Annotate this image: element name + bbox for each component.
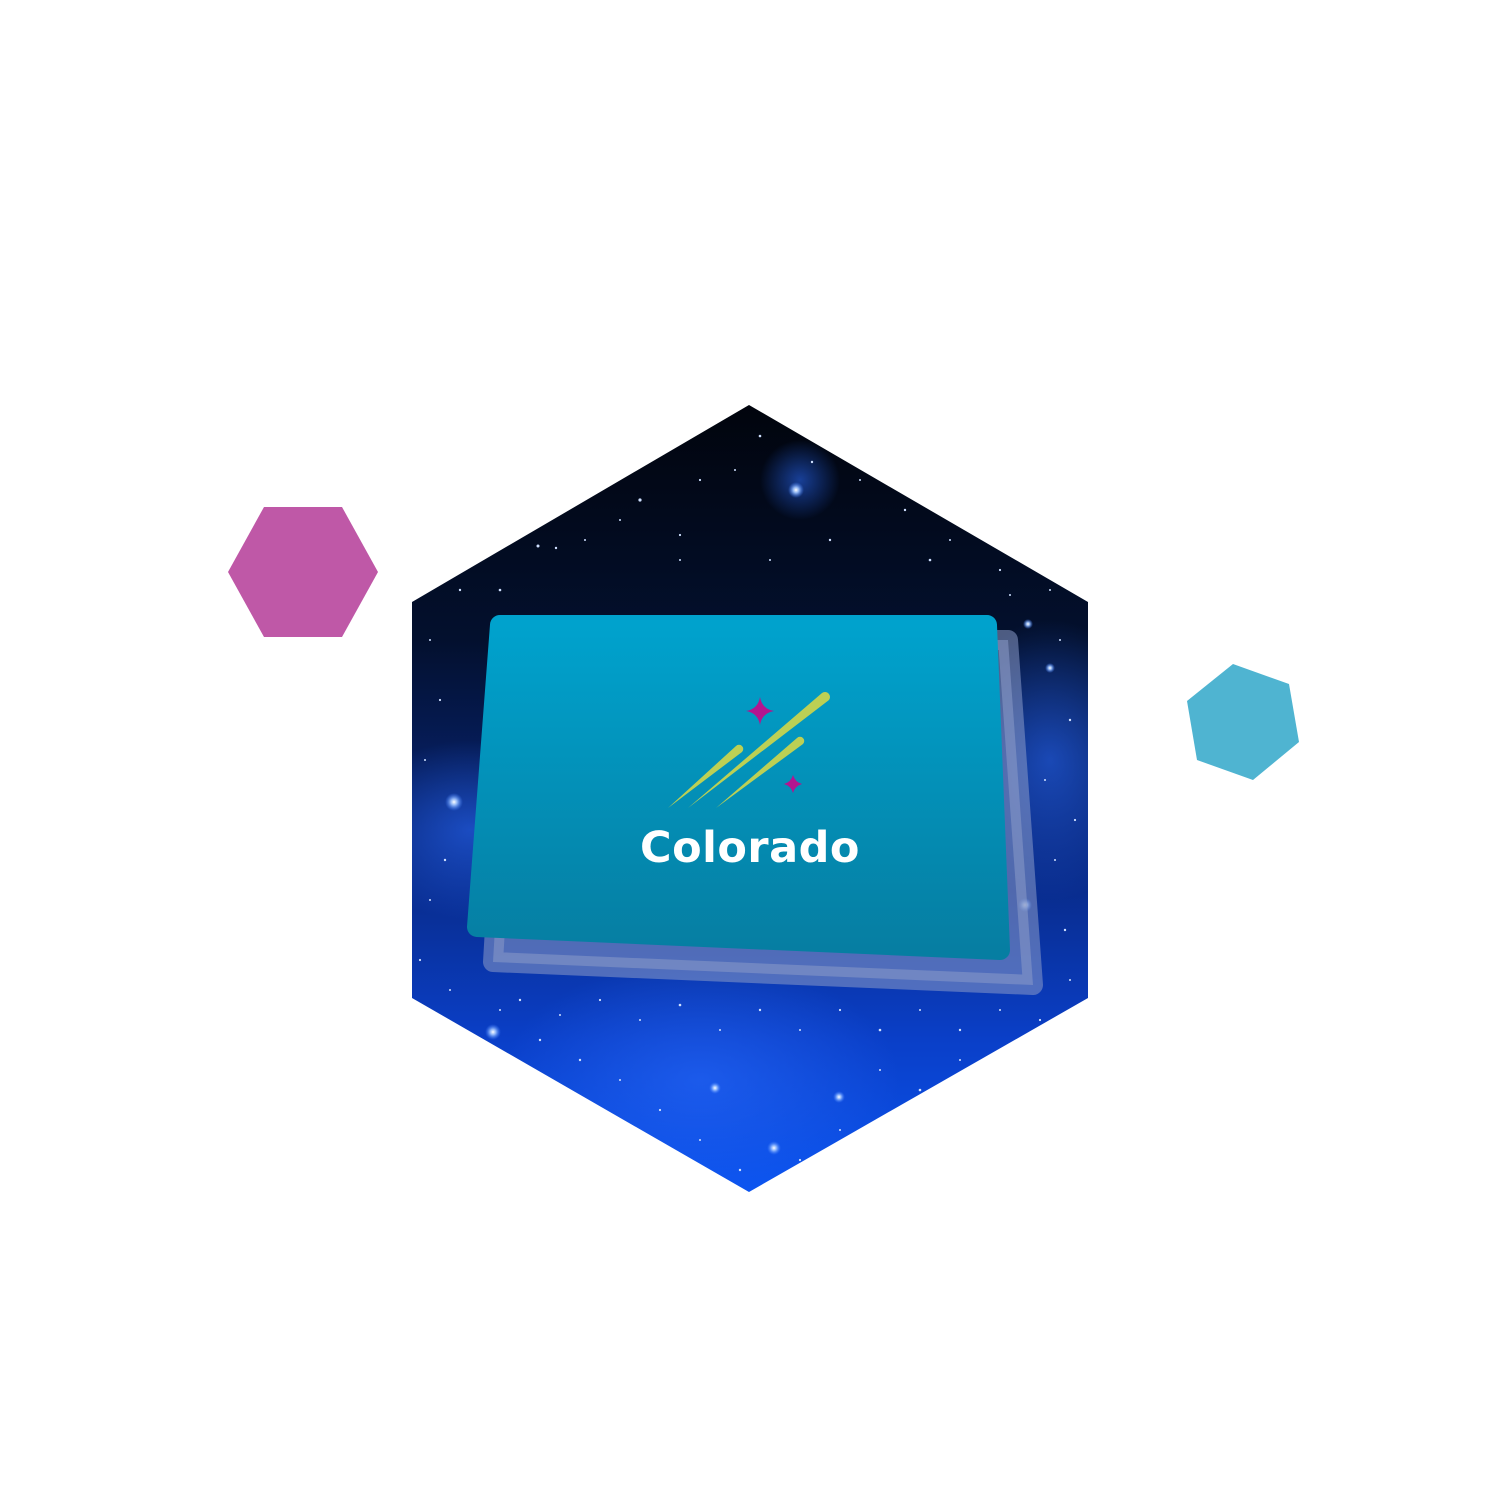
front-card — [467, 615, 1010, 960]
shooting-stars-logo-icon — [668, 692, 830, 808]
card-title: Colorado — [640, 823, 860, 873]
right-hexagon-icon — [1187, 664, 1299, 780]
left-hexagon-icon — [228, 507, 378, 637]
